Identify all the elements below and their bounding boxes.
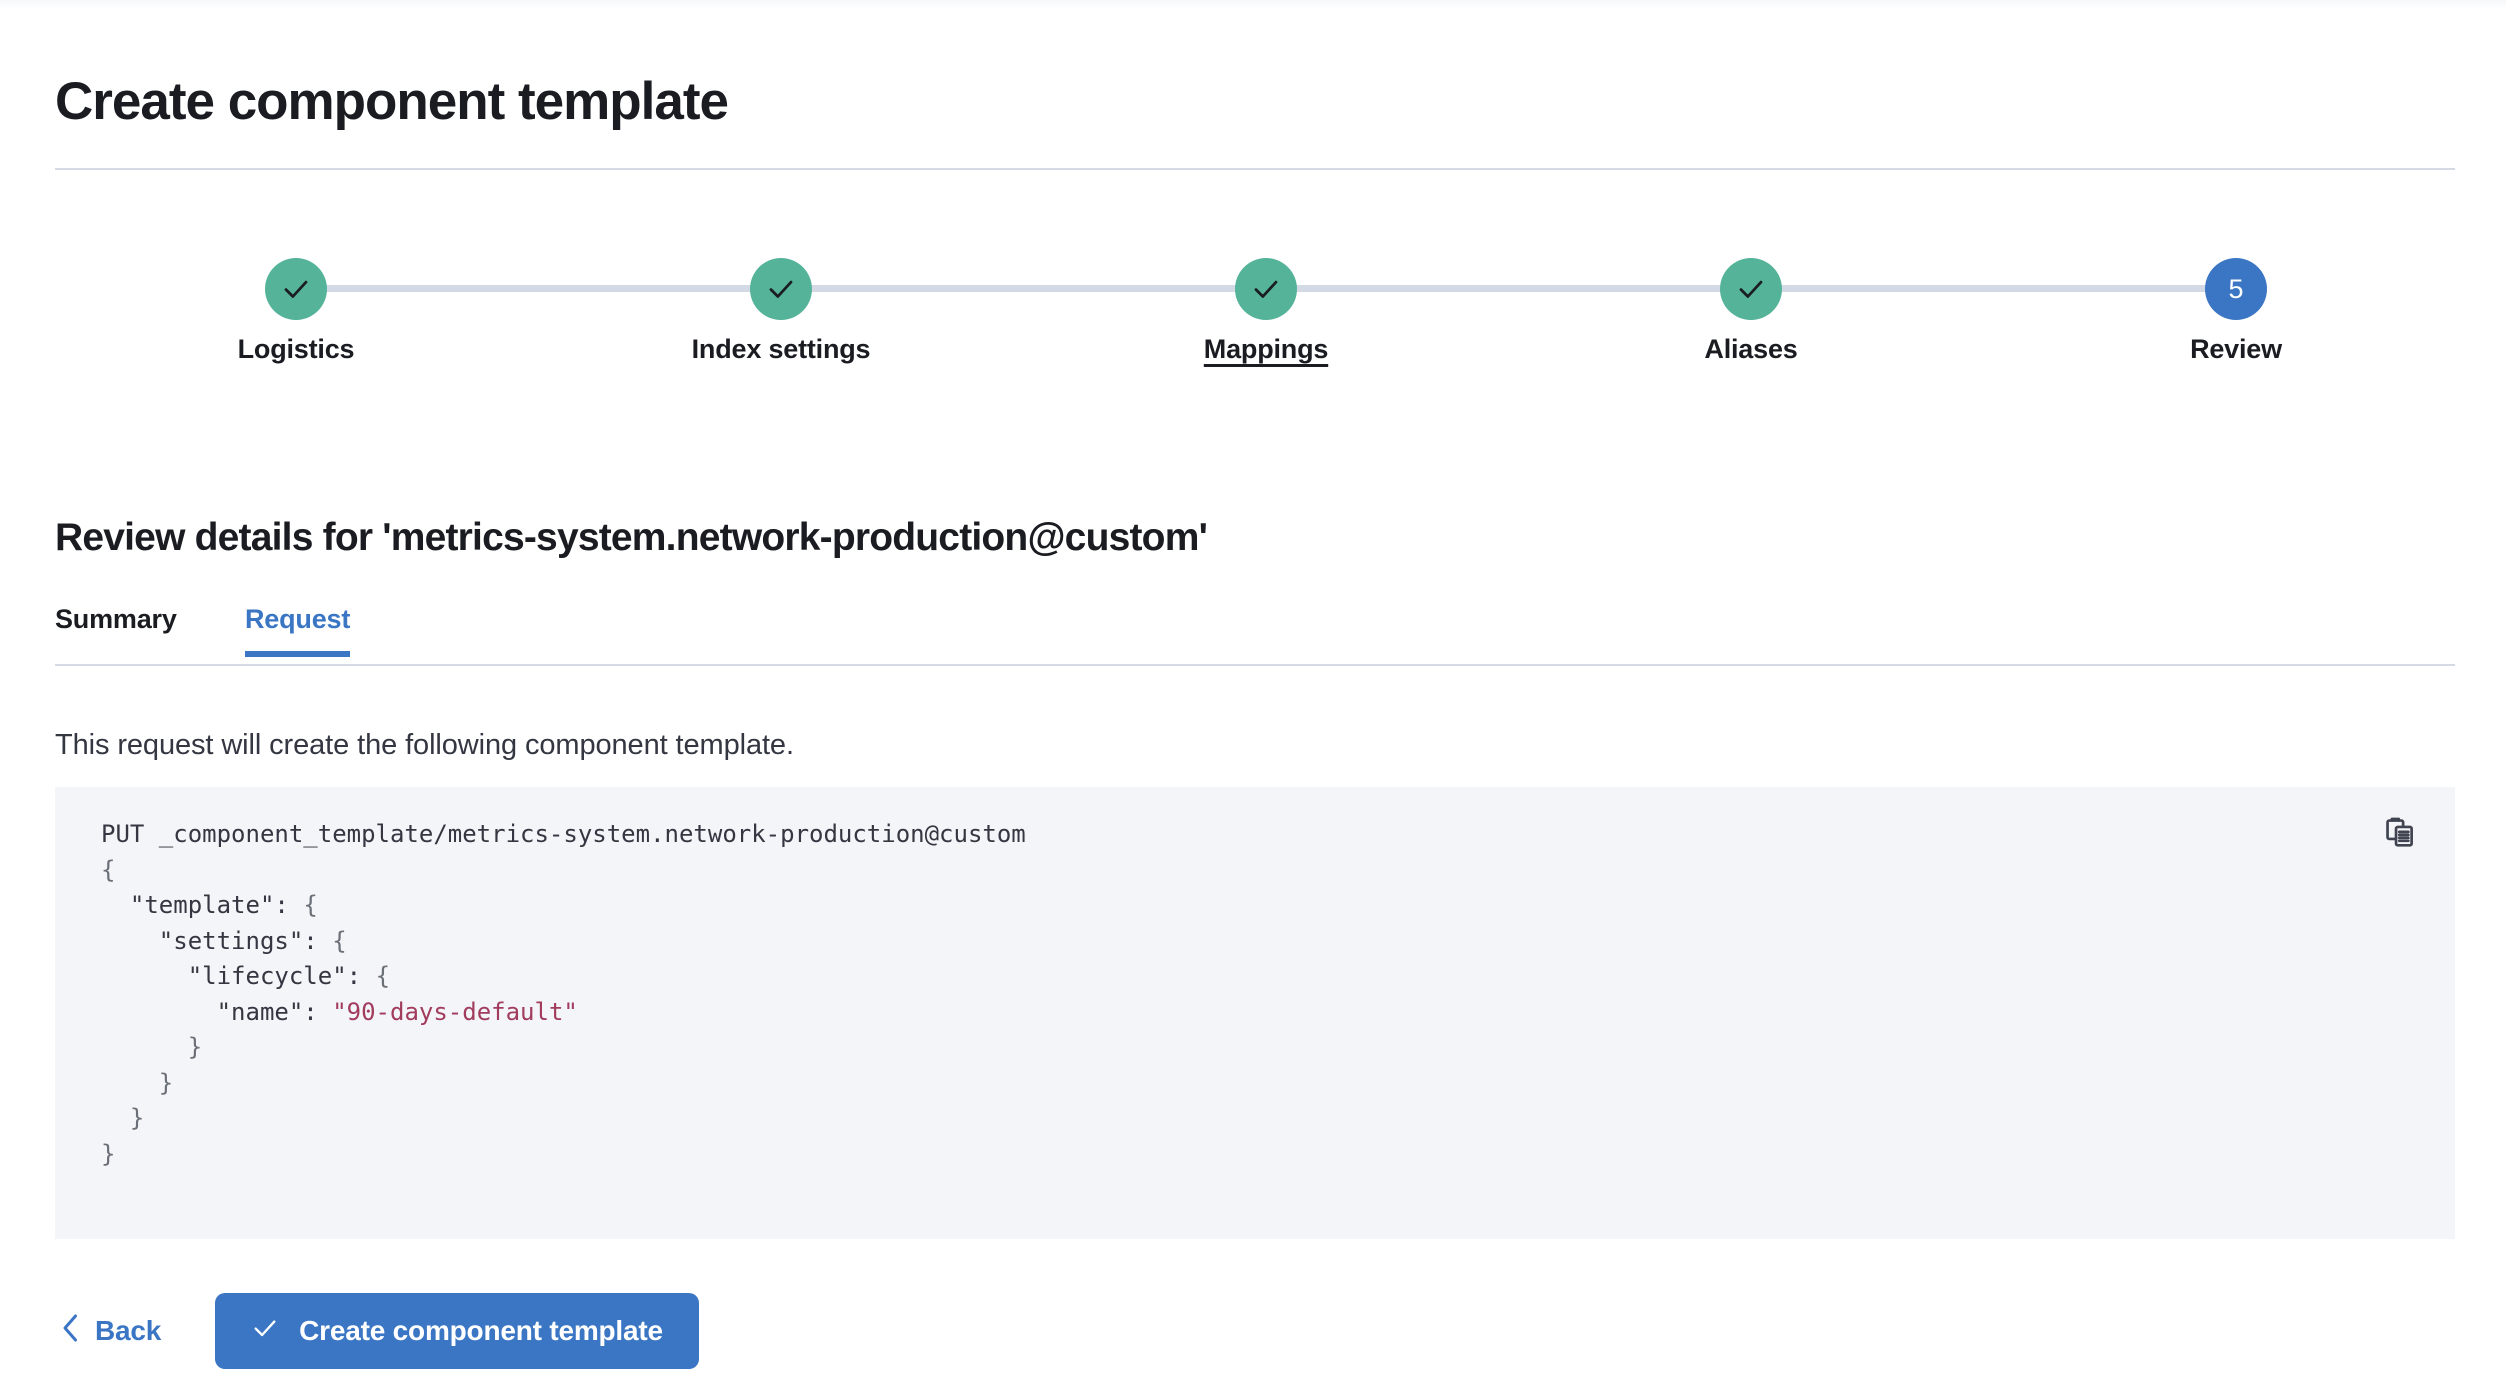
- code-token-plain: [101, 1033, 188, 1061]
- code-token-key: "lifecycle": [187, 962, 347, 990]
- tab-summary[interactable]: Summary: [55, 604, 177, 634]
- chevron-left-icon: [61, 1313, 81, 1350]
- code-token-plain: :: [274, 891, 304, 919]
- code-line: }: [101, 1101, 1026, 1137]
- title-divider: [55, 168, 2455, 170]
- code-line: }: [101, 1030, 1026, 1066]
- code-token-plain: [101, 1069, 159, 1097]
- code-line: {: [101, 853, 1026, 889]
- check-icon: [1235, 258, 1297, 320]
- code-token-plain: [101, 998, 217, 1026]
- code-token-punct: {: [101, 855, 116, 884]
- step-number-badge: 5: [2205, 258, 2267, 320]
- code-line: }: [101, 1066, 1026, 1102]
- code-token-punct: }: [158, 1068, 174, 1097]
- code-token-key: "template": [129, 891, 275, 919]
- create-component-template-button[interactable]: Create component template: [215, 1293, 699, 1369]
- stepper-step-label: Review: [2190, 334, 2282, 364]
- back-button-label: Back: [95, 1315, 162, 1346]
- code-line: "lifecycle": {: [101, 959, 1026, 995]
- stepper-step-aliases[interactable]: Aliases: [1571, 258, 1931, 365]
- code-token-plain: :: [346, 962, 376, 990]
- stepper-step-label: Logistics: [237, 334, 355, 364]
- stepper-connector: [296, 285, 781, 292]
- page-title: Create component template: [55, 71, 729, 131]
- code-token-key: "settings": [158, 926, 304, 955]
- stepper-step-label: Index settings: [691, 334, 871, 364]
- code-token-plain: :: [303, 997, 333, 1026]
- request-description: This request will create the following c…: [55, 729, 794, 761]
- check-icon: [750, 258, 812, 320]
- code-token-plain: [101, 1104, 130, 1132]
- stepper-step-label: Aliases: [1704, 334, 1798, 364]
- code-token-plain: [101, 891, 130, 919]
- review-heading: Review details for 'metrics-system.netwo…: [55, 516, 1208, 560]
- stepper-step-logistics[interactable]: Logistics: [116, 258, 476, 365]
- code-token-punct: }: [101, 1139, 116, 1168]
- step-number: 5: [2228, 273, 2244, 304]
- code-line: "template": {: [101, 888, 1026, 924]
- code-token-punct: {: [303, 891, 318, 919]
- code-token-punct: {: [375, 962, 391, 990]
- check-icon: [251, 1314, 279, 1349]
- code-line: }: [101, 1137, 1026, 1173]
- code-token-punct: {: [332, 926, 347, 955]
- create-component-template-button-label: Create component template: [299, 1315, 663, 1346]
- code-token-plain: :: [303, 926, 333, 955]
- wizard-footer-actions: Back Create component template: [55, 1292, 699, 1370]
- review-tabs: Summary Request: [55, 604, 2455, 666]
- request-code-panel: PUT _component_template/metrics-system.n…: [55, 787, 2455, 1239]
- code-token-plain: PUT _component_template/metrics-system.n…: [101, 820, 1026, 848]
- code-token-punct: }: [129, 1104, 145, 1132]
- stepper-step-mappings[interactable]: Mappings: [1086, 258, 1446, 365]
- stepper-step-index-settings[interactable]: Index settings: [601, 258, 961, 365]
- code-token-plain: [101, 962, 188, 990]
- check-icon: [265, 258, 327, 320]
- tabs-divider: [55, 664, 2455, 666]
- clipboard-copy-icon[interactable]: [2381, 814, 2421, 854]
- check-icon: [1720, 258, 1782, 320]
- back-button[interactable]: Back: [55, 1303, 167, 1360]
- stepper-step-label: Mappings: [1203, 334, 1329, 364]
- stepper-connector: [1751, 285, 2236, 292]
- code-token-punct: }: [187, 1033, 203, 1061]
- stepper-connector: [781, 285, 1266, 292]
- code-token-string: "90-days-default": [332, 997, 578, 1026]
- code-token-plain: [101, 927, 159, 955]
- tab-request[interactable]: Request: [245, 604, 350, 657]
- code-token-key: "name": [216, 997, 304, 1026]
- code-line: PUT _component_template/metrics-system.n…: [101, 817, 1026, 853]
- top-gradient-band: [0, 0, 2506, 10]
- code-line: "name": "90-days-default": [101, 995, 1026, 1031]
- code-line: "settings": {: [101, 924, 1026, 960]
- stepper-connector: [1266, 285, 1751, 292]
- request-code-body: PUT _component_template/metrics-system.n…: [101, 817, 1026, 1172]
